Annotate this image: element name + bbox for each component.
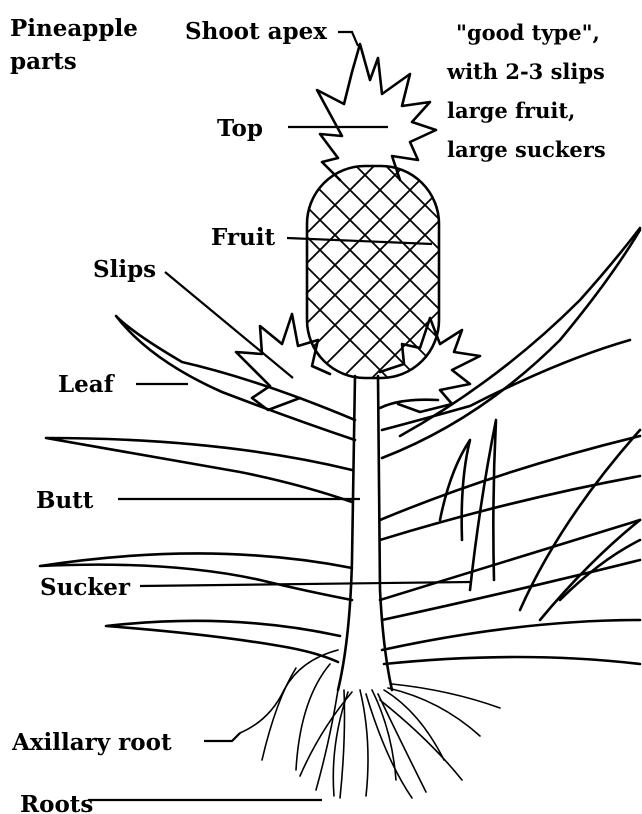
diagram-title-line2: parts [10,48,77,75]
note-line3: large fruit, [447,98,575,123]
axillary-root-label: Axillary root [11,729,172,756]
fruit-label: Fruit [211,224,276,251]
top-label: Top [217,115,263,142]
stem-butt [338,376,392,690]
crown-top [317,44,436,180]
slip-left [236,314,330,410]
shoot-apex-label: Shoot apex [185,18,327,45]
slips-label: Slips [93,256,156,283]
slip-right [380,318,480,412]
leaf-label: Leaf [58,371,116,398]
roots-label: Roots [20,791,93,814]
diagram-title-line1: Pineapple [10,15,138,42]
shoot-apex-leader [338,32,358,46]
roots [240,650,500,798]
sucker-leader [140,582,470,586]
sucker-label: Sucker [40,574,131,601]
note-line4: large suckers [447,137,606,162]
axillary-root-leader [204,733,240,741]
note-line1: "good type", [456,20,600,45]
note-line2: with 2-3 slips [446,59,605,84]
butt-label: Butt [36,487,94,514]
